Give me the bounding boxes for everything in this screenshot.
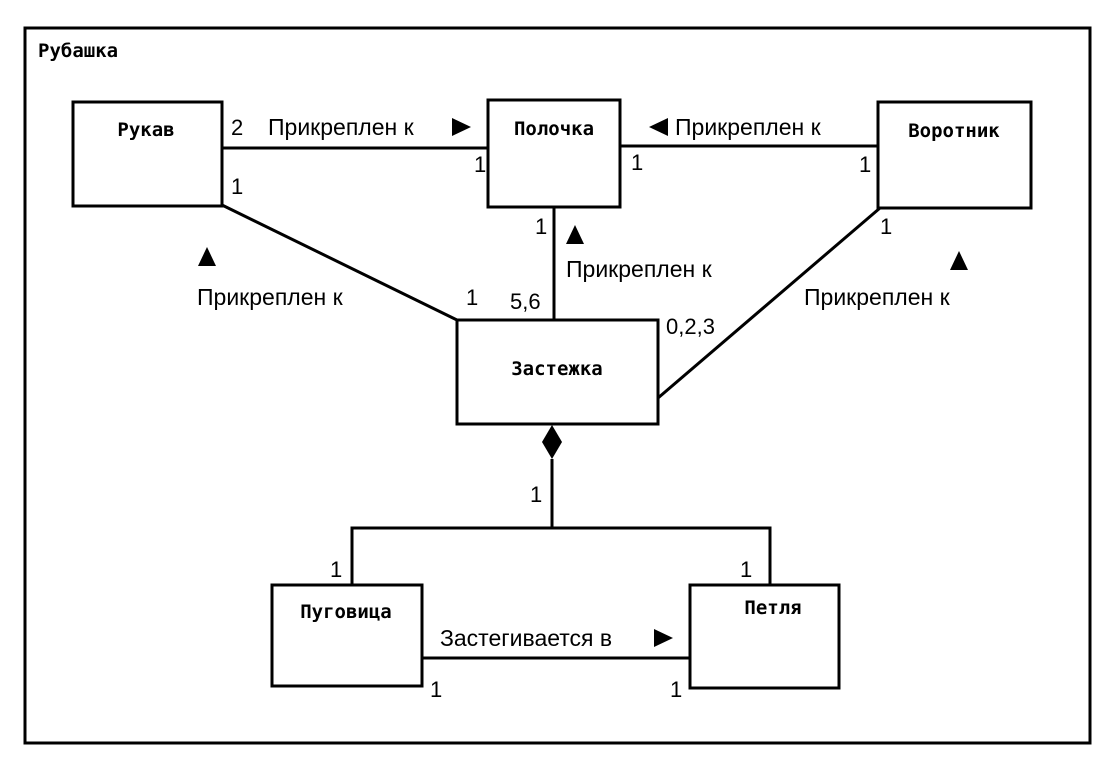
class-fastener-name: Застежка — [511, 358, 603, 380]
class-button-box — [270, 583, 424, 688]
class-collar-name: Воротник — [908, 120, 1000, 142]
multiplicity: 1 — [631, 150, 643, 175]
class-sleeve-name: Рукав — [117, 119, 174, 141]
class-loop-name: Петля — [744, 597, 801, 619]
class-loop[interactable]: Петля — [688, 583, 841, 690]
multiplicity: 2 — [231, 115, 243, 140]
multiplicity: 1 — [535, 214, 547, 239]
edge-sleeve-fastener — [221, 203, 458, 322]
class-loop-box — [688, 583, 841, 690]
multiplicity: 1 — [530, 482, 542, 507]
arrow-up-icon — [950, 251, 968, 270]
arrow-right-icon — [654, 629, 673, 647]
class-fastener-box — [455, 318, 660, 426]
multiplicity: 1 — [670, 677, 682, 702]
assoc-label-button-loop: Застегивается в — [440, 625, 612, 651]
class-front-name: Полочка — [514, 118, 594, 140]
class-collar[interactable]: Воротник — [876, 100, 1033, 210]
multiplicity: 1 — [231, 174, 243, 199]
package-title: Рубашка — [38, 40, 118, 62]
multiplicity: 1 — [859, 152, 871, 177]
multiplicity: 1 — [466, 285, 478, 310]
edge-composition-branch — [350, 526, 772, 585]
arrow-left-icon — [649, 118, 668, 136]
package-frame — [23, 26, 1092, 745]
arrow-up-icon — [566, 225, 584, 244]
class-button-name: Пуговица — [300, 601, 392, 623]
class-collar-box — [876, 100, 1033, 210]
multiplicity: 0,2,3 — [666, 314, 715, 339]
arrow-right-icon — [452, 118, 471, 136]
multiplicity: 1 — [330, 557, 342, 582]
assoc-label-collar-front: Прикреплен к — [675, 114, 822, 140]
assoc-label-fastener-front: Прикреплен к — [566, 256, 713, 282]
class-sleeve-box — [71, 100, 224, 208]
edge-collar-fastener — [657, 206, 881, 400]
multiplicity: 5,6 — [510, 289, 541, 314]
multiplicity: 1 — [474, 152, 486, 177]
assoc-label-sleeve-front: Прикреплен к — [268, 114, 415, 140]
multiplicity: 1 — [880, 214, 892, 239]
class-front-box — [486, 98, 622, 209]
class-front[interactable]: Полочка — [486, 98, 622, 209]
class-sleeve[interactable]: Рукав — [71, 100, 224, 208]
class-fastener[interactable]: Застежка — [455, 318, 660, 426]
composition-diamond-icon — [542, 425, 562, 459]
arrow-up-icon — [198, 247, 216, 266]
multiplicity: 1 — [740, 557, 752, 582]
assoc-label-sleeve-fastener: Прикреплен к — [197, 284, 344, 310]
assoc-label-collar-fastener: Прикреплен к — [804, 284, 951, 310]
class-button[interactable]: Пуговица — [270, 583, 424, 688]
multiplicity: 1 — [430, 677, 442, 702]
